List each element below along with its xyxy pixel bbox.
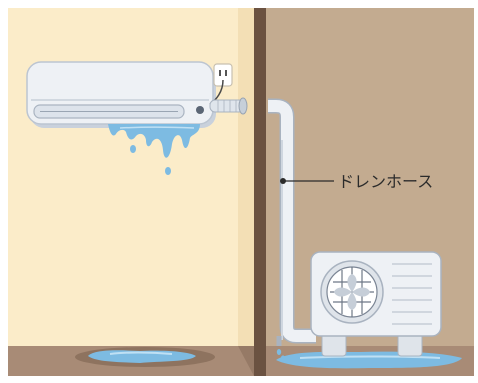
water-drop [165,167,171,175]
indoor-wall [8,8,254,346]
outdoor-puddle-water [276,351,462,369]
puddle-highlight [109,351,173,355]
indoor-ac-unit [26,61,248,128]
pipe-cap [238,97,248,115]
leak-drips [108,124,200,158]
outlet-slot-right [225,70,227,76]
indoor-floor-corner [238,346,254,376]
leak-highlight [119,126,195,129]
outdoor-puddle [276,351,462,369]
ac-indicator [196,106,204,114]
outdoor-ac-unit [310,251,442,357]
hose-drip [276,349,282,355]
outdoor-puddle-highlight [299,355,441,359]
water-drop [130,145,136,153]
wall-divider [254,8,266,376]
hose-body [268,100,316,342]
fan-icon [334,274,370,310]
drain-hose-label: ドレンホース [338,172,433,191]
indoor-puddle [75,347,215,367]
drain-hose: ドレンホース [268,98,433,361]
indoor-corner-shade [238,8,254,346]
ac-leak-water [108,124,200,175]
vent-slats [392,263,432,325]
outlet-slot-left [219,70,221,76]
